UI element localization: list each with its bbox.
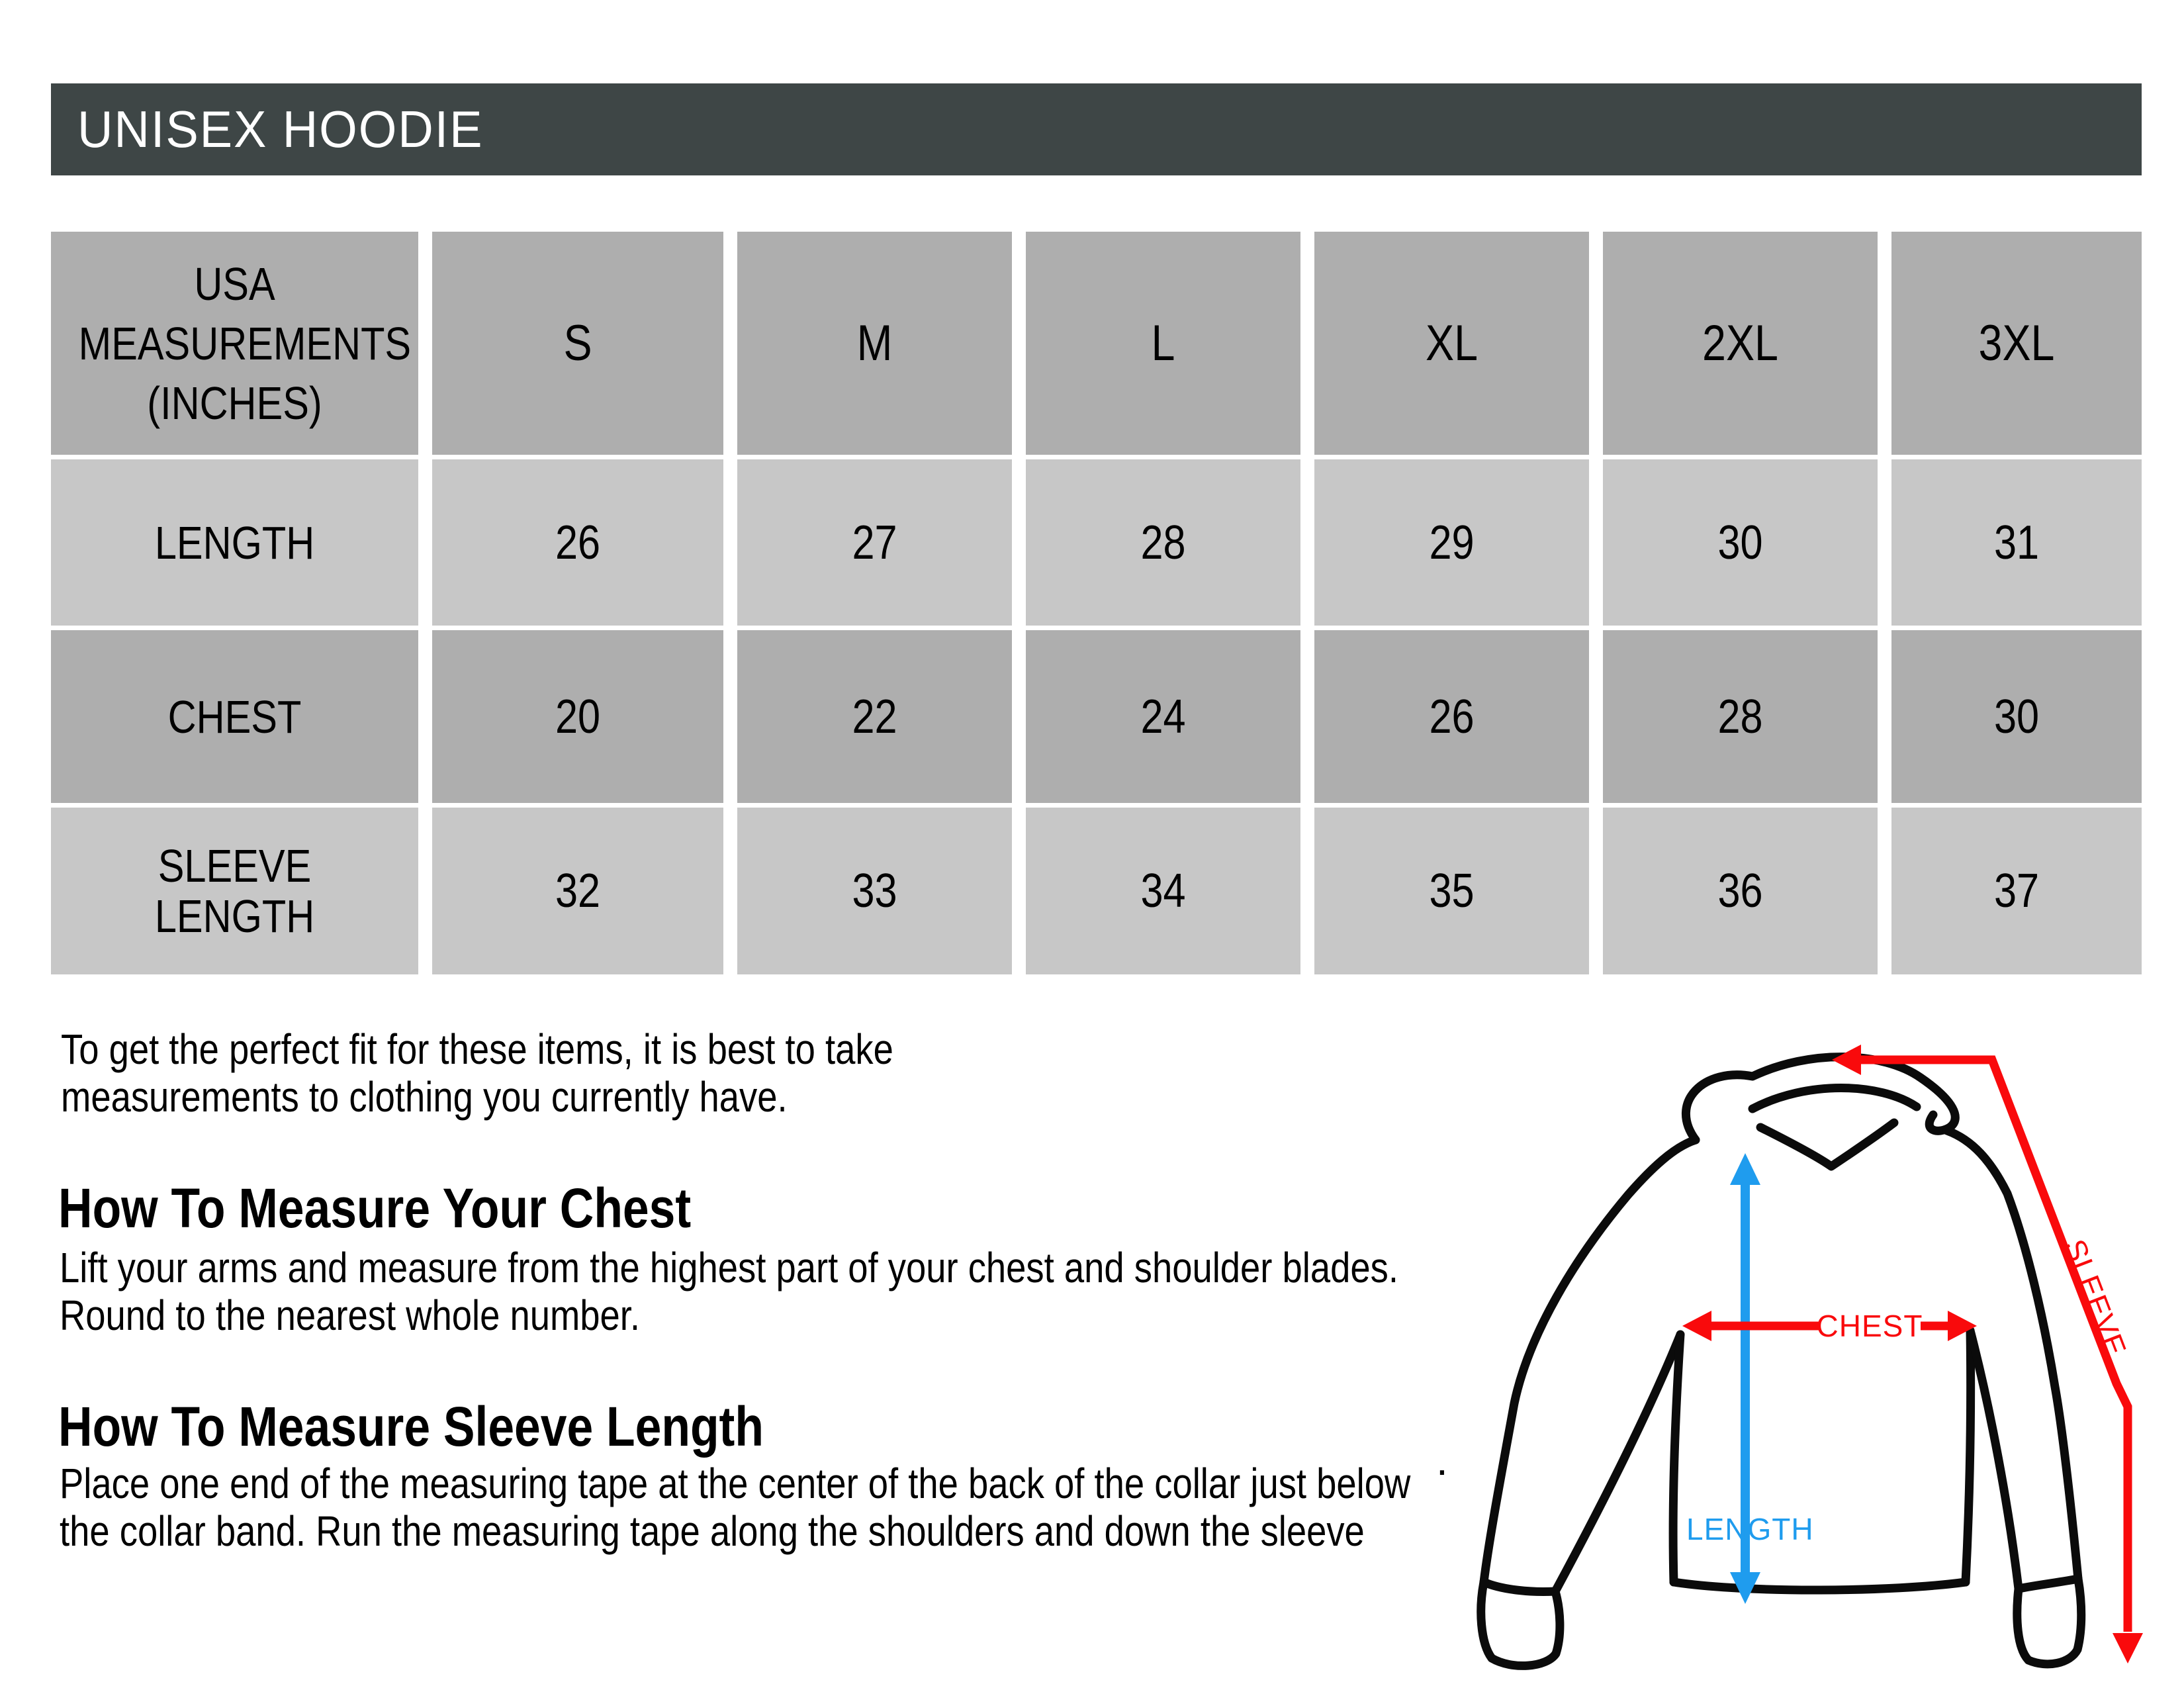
hoodie-measurement-diagram: LENGTH CHEST SLEEVE: [1477, 1045, 2143, 1670]
left-cuff-top-path: [1479, 1577, 1560, 1596]
hem-path: [1669, 1577, 1970, 1595]
sleeve-s-cell: 32: [432, 808, 723, 974]
right-cuff-band-path: [2013, 1574, 2086, 1669]
size-header-m: M: [737, 232, 1012, 455]
sleeve-m-cell: 33: [737, 808, 1012, 974]
length-m-cell: 27: [737, 459, 1012, 626]
chest-2xl-cell: 28: [1603, 630, 1878, 803]
row-label-chest: CHEST: [51, 630, 418, 803]
size-header-s: S: [432, 232, 723, 455]
chest-l-cell: 24: [1026, 630, 1300, 803]
chest-3xl-cell: 30: [1891, 630, 2142, 803]
right-cuff-top-path: [2014, 1574, 2083, 1593]
how-to-measure-chest-heading: How To Measure Your Chest: [58, 1177, 692, 1239]
size-header-3xl: 3XL: [1891, 232, 2142, 455]
length-arrowhead-up: [1730, 1153, 1760, 1185]
hood-outer-path: [1682, 1053, 1960, 1145]
chest-arrowhead-left: [1682, 1311, 1711, 1341]
length-xl-cell: 29: [1314, 459, 1589, 626]
row-label-sleeve-length: SLEEVE LENGTH: [51, 808, 418, 974]
chest-arrow: [1682, 1311, 1977, 1341]
sleeve-xl-cell: 35: [1314, 808, 1589, 974]
left-cuff-band-path: [1477, 1577, 1565, 1670]
size-header-l: L: [1026, 232, 1300, 455]
title-bar: UNISEX HOODIE: [51, 83, 2142, 175]
chest-xl-cell: 26: [1314, 630, 1589, 803]
neck-opening-path: [1756, 1118, 1899, 1171]
how-to-measure-chest-paragraph: Lift your arms and measure from the high…: [60, 1244, 1398, 1339]
hoodie-outline-drawing: [1477, 1053, 2086, 1670]
chest-arrowhead-right: [1948, 1311, 1977, 1341]
size-header-xl: XL: [1314, 232, 1589, 455]
left-sleeve-inner-path: [1551, 1330, 1685, 1596]
torso-right-path: [1961, 1326, 1976, 1587]
length-label: LENGTH: [1686, 1512, 1814, 1546]
sleeve-3xl-cell: 37: [1891, 808, 2142, 974]
sleeve-arrowhead-down: [2113, 1633, 2143, 1664]
length-l-cell: 28: [1026, 459, 1300, 626]
sleeve-arrow: [1832, 1045, 2143, 1664]
fit-intro-paragraph: To get the perfect fit for these items, …: [61, 1025, 893, 1121]
sleeve-l-cell: 34: [1026, 808, 1300, 974]
right-sleeve-outer-path: [1942, 1126, 2083, 1583]
stray-period-mark: .: [1436, 1436, 1448, 1484]
how-to-measure-sleeve-heading: How To Measure Sleeve Length: [58, 1395, 764, 1458]
sleeve-arrowhead-left: [1832, 1045, 1861, 1075]
length-arrow: [1730, 1153, 1760, 1604]
size-header-2xl: 2XL: [1603, 232, 1878, 455]
chest-label: CHEST: [1817, 1309, 1923, 1343]
chest-s-cell: 20: [432, 630, 723, 803]
length-arrowhead-down: [1730, 1572, 1760, 1604]
how-to-measure-sleeve-paragraph: Place one end of the measuring tape at t…: [60, 1460, 1411, 1555]
sleeve-label: SLEEVE: [2058, 1235, 2134, 1361]
length-3xl-cell: 31: [1891, 459, 2142, 626]
left-sleeve-outer-path: [1479, 1135, 1700, 1587]
table-corner-header: USA MEASUREMENTS (INCHES): [51, 232, 418, 455]
size-chart-table: USA MEASUREMENTS (INCHES) S M L XL 2XL 3…: [51, 232, 2142, 974]
row-label-length: LENGTH: [51, 459, 418, 626]
hood-inner-fold-path: [1748, 1084, 1921, 1113]
right-sleeve-inner-path: [1966, 1326, 2023, 1593]
chest-m-cell: 22: [737, 630, 1012, 803]
length-2xl-cell: 30: [1603, 459, 1878, 626]
page-title: UNISEX HOODIE: [77, 100, 484, 158]
sleeve-2xl-cell: 36: [1603, 808, 1878, 974]
torso-left-path: [1668, 1330, 1685, 1587]
length-s-cell: 26: [432, 459, 723, 626]
